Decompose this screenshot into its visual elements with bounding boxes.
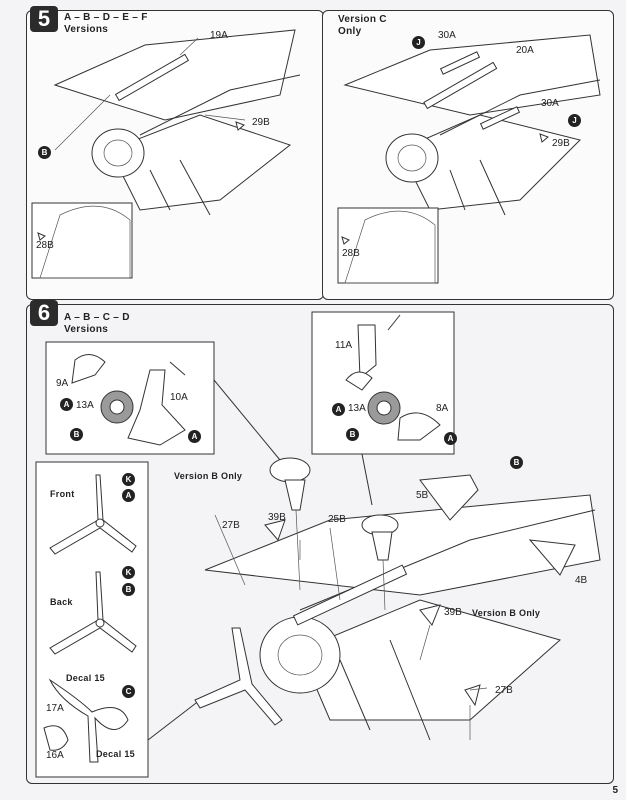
part-4b-label: 4B <box>575 575 588 586</box>
version-b-only-label: Version B Only <box>472 608 541 618</box>
step5-versions-label: A – B – D – E – F Versions <box>64 12 148 35</box>
badge-b: B <box>346 428 359 441</box>
badge-k: K <box>122 566 135 579</box>
part-13a-label: 13A <box>348 403 366 414</box>
badge-c: C <box>122 685 135 698</box>
badge-a: A <box>332 403 345 416</box>
step6-panel <box>26 304 614 784</box>
part-13a-label: 13A <box>76 400 94 411</box>
page-number: 5 <box>612 785 618 796</box>
part-19a-label: 19A <box>210 30 228 41</box>
part-25b-label: 25B <box>328 514 346 525</box>
badge-a: A <box>60 398 73 411</box>
part-39b-label: 39B <box>444 607 462 618</box>
step5-left-aircraft <box>53 29 301 216</box>
step6-main-propeller <box>194 627 283 726</box>
part-28b-label: 28B <box>36 240 54 251</box>
part-20a-label: 20A <box>516 45 534 56</box>
part-8a-label: 8A <box>436 403 449 414</box>
part-11a-label: 11A <box>335 340 353 351</box>
step5-right-aircraft <box>343 34 601 216</box>
step6-number: 6 <box>30 300 58 326</box>
part-29b-label: 29B <box>252 117 270 128</box>
part-30a-top-label: 30A <box>438 30 456 41</box>
part-39b-label: 39B <box>268 512 286 523</box>
back-label: Back <box>50 597 73 607</box>
part-16a-label: 16A <box>46 750 64 761</box>
badge-a: A <box>188 430 201 443</box>
part-30a-bottom-label: 30A <box>541 98 559 109</box>
version-b-only-label: Version B Only <box>174 471 243 481</box>
badge-b: B <box>122 583 135 596</box>
back-propeller <box>49 571 137 655</box>
badge-b: B <box>38 146 51 159</box>
decal-15-top-label: Decal 15 <box>66 673 105 683</box>
badge-j: J <box>412 36 425 49</box>
badge-k: K <box>122 473 135 486</box>
part-5b-label: 5B <box>416 490 429 501</box>
front-propeller <box>49 474 137 555</box>
part-27b-label: 27B <box>222 520 240 531</box>
badge-b: B <box>510 456 523 469</box>
step6-versions-label: A – B – C – D Versions <box>64 312 130 335</box>
badge-a: A <box>444 432 457 445</box>
part-10a-label: 10A <box>170 392 188 403</box>
badge-a: A <box>122 489 135 502</box>
badge-j: J <box>568 114 581 127</box>
step5-number: 5 <box>30 6 58 32</box>
decal-propeller <box>43 678 129 763</box>
part-27b-label: 27B <box>495 685 513 696</box>
step6-main-aircraft <box>204 494 601 741</box>
part-29b-label: 29B <box>552 138 570 149</box>
part-28b-label: 28B <box>342 248 360 259</box>
step5-left-inset <box>31 202 133 279</box>
step5-version-c-label: Version C Only <box>338 14 387 37</box>
badge-b: B <box>70 428 83 441</box>
part-9a-label: 9A <box>56 378 69 389</box>
decal-15-bottom-label: Decal 15 <box>96 749 135 759</box>
front-label: Front <box>50 489 75 499</box>
step5-right-inset <box>337 207 439 284</box>
part-17a-label: 17A <box>46 703 64 714</box>
